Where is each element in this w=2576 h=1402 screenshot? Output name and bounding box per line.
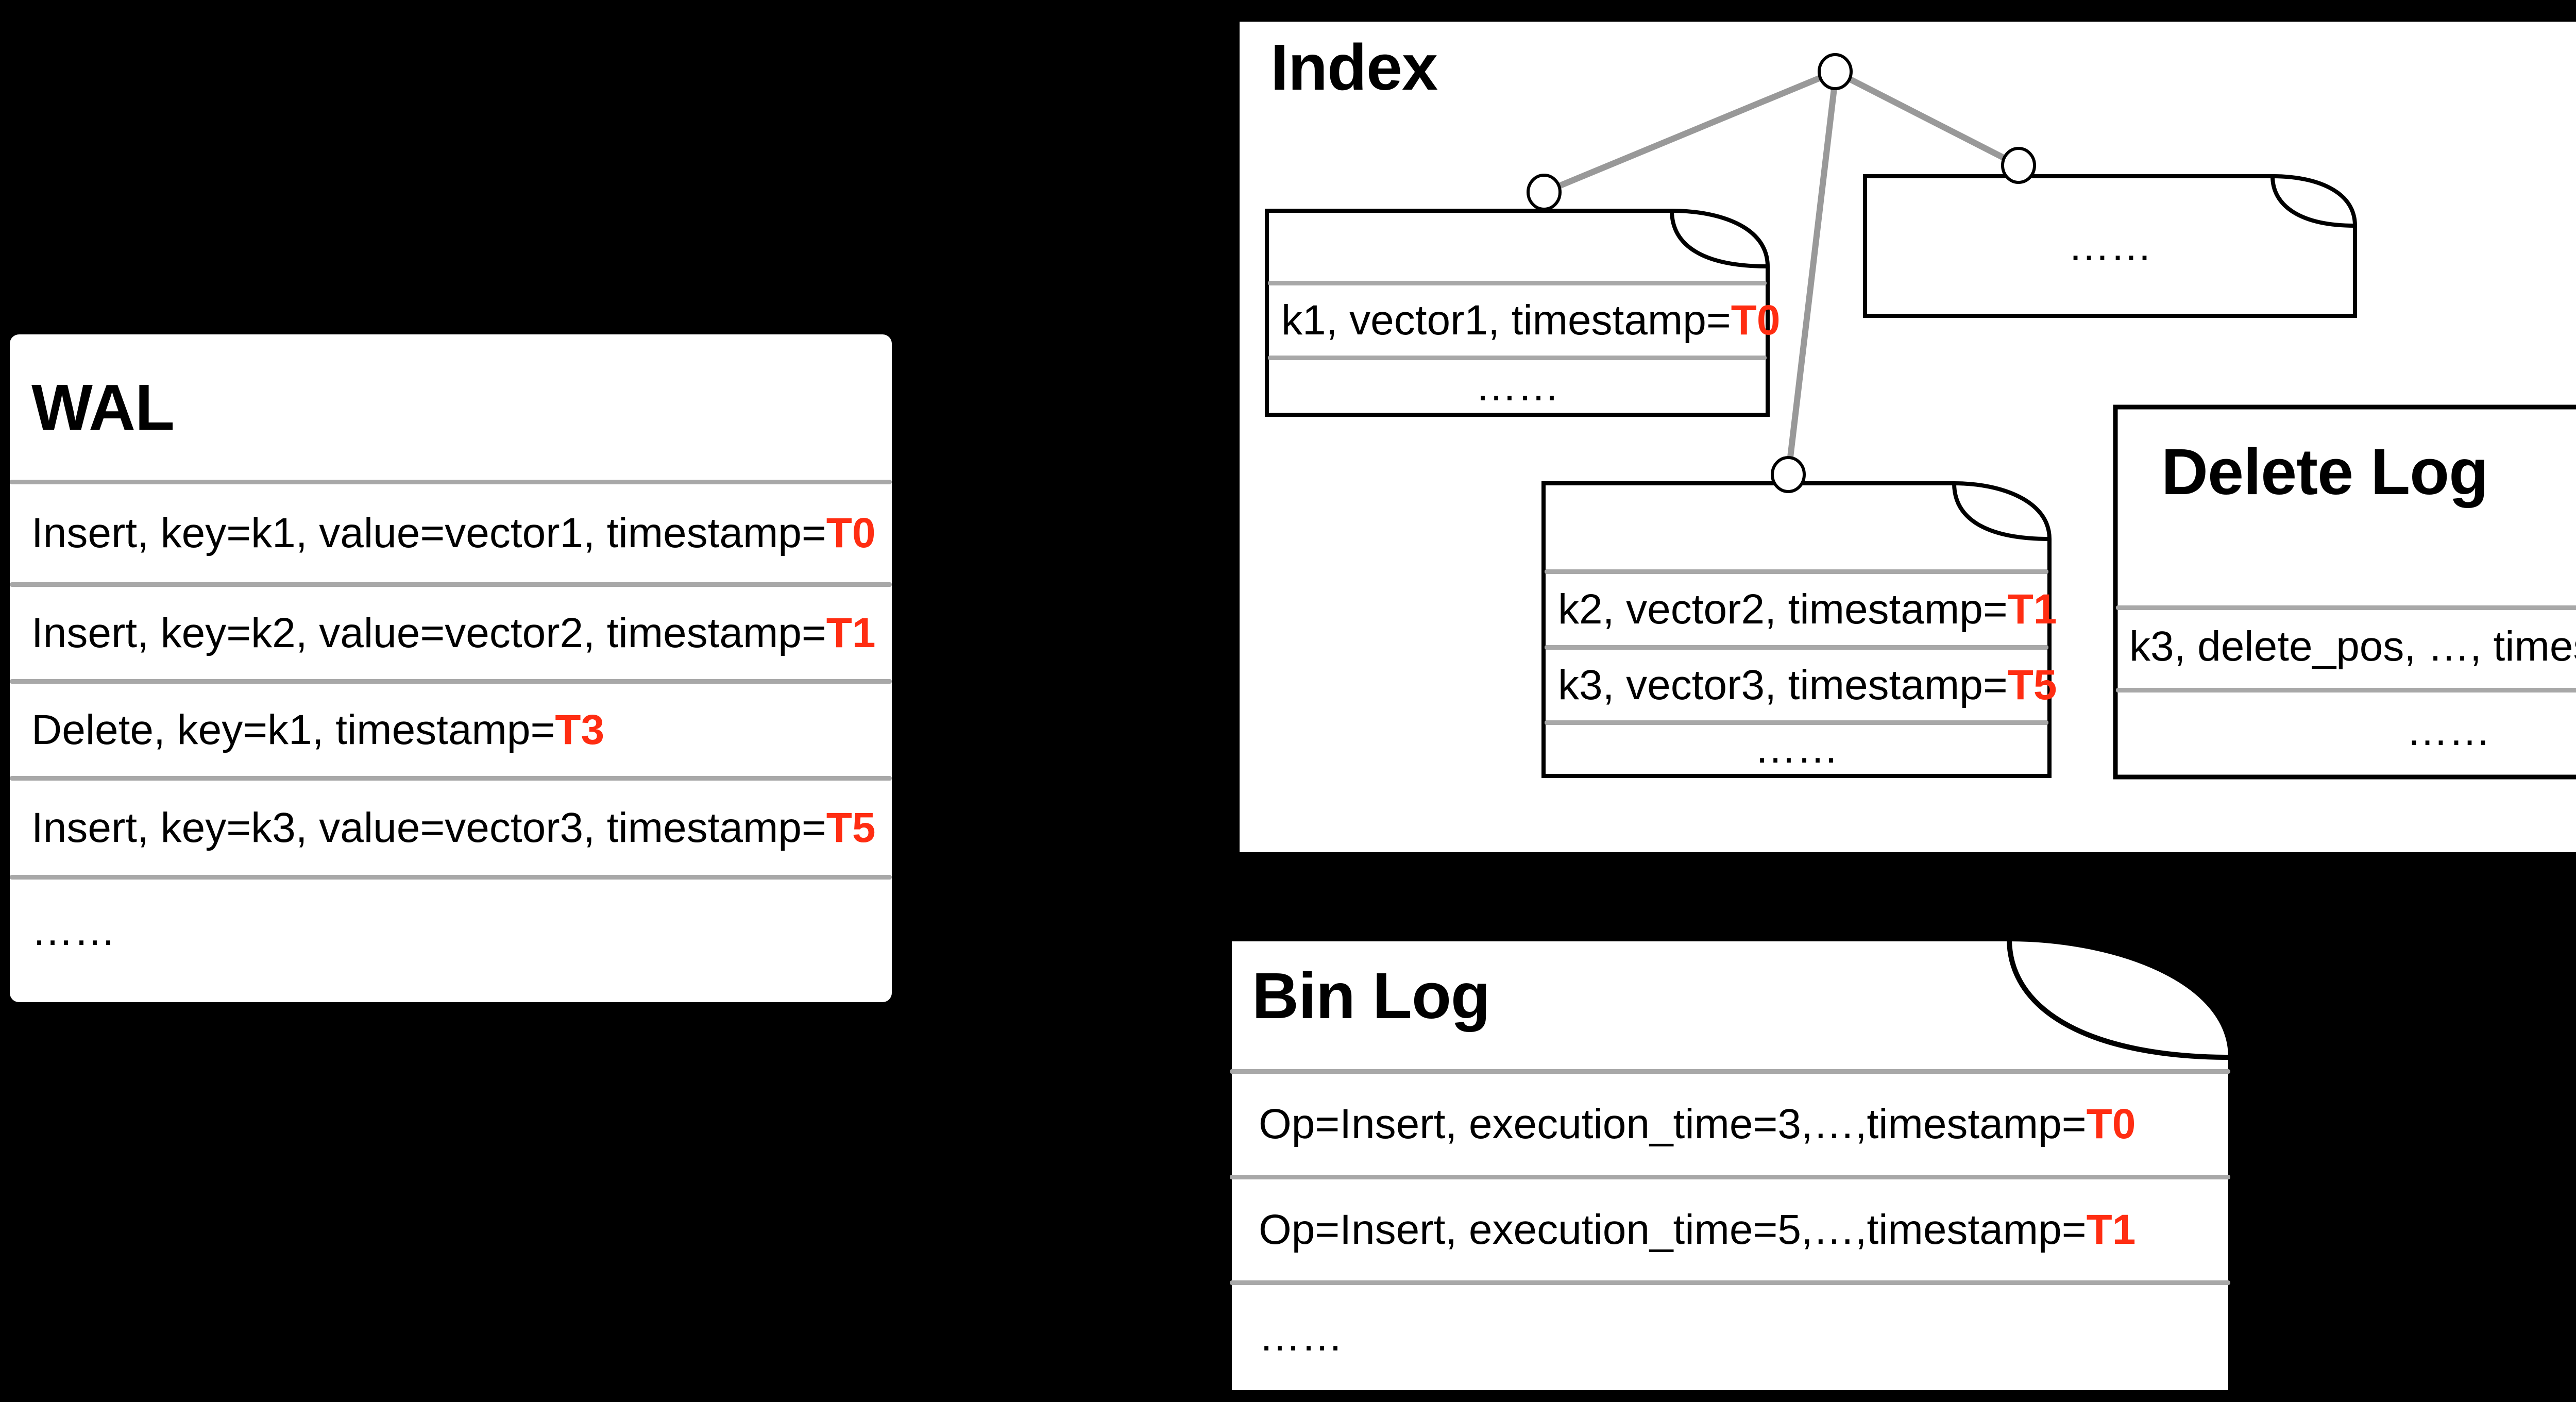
timestamp-t1: T1 <box>826 609 876 656</box>
tree-node-root-icon <box>1818 53 1853 90</box>
index-tree-edges <box>1543 69 2020 475</box>
bin-log-row-1: Op=Insert, execution_time=3,…,timestamp=… <box>1227 1074 2233 1175</box>
wal-separator <box>10 875 892 880</box>
ellipsis-text: …… <box>1259 1313 1343 1360</box>
wal-separator <box>10 582 892 587</box>
doc-row-k3: k3, vector3, timestamp=T5 <box>1541 650 2057 720</box>
doc-row-text: k3, delete_pos, …, timestamp= <box>2129 623 2576 670</box>
document-fold-icon <box>2007 938 2231 1060</box>
ellipsis-text: …… <box>2067 222 2153 269</box>
doc-separator <box>1545 569 2048 574</box>
delete-log-row-k3: k3, delete_pos, …, timestamp=T3 <box>2113 610 2576 683</box>
wal-row-ellipsis: …… <box>10 880 892 983</box>
delete-log-title-band: Delete Log <box>2161 433 2488 510</box>
document-fold-icon <box>2270 176 2355 228</box>
timestamp-t5: T5 <box>826 804 876 851</box>
wal-separator <box>10 679 892 684</box>
delete-log-doc: Delete Log k3, delete_pos, …, timestamp=… <box>2113 404 2576 780</box>
doc-row-ellipsis: …… <box>1265 360 1770 413</box>
doc-row-k2: k2, vector2, timestamp=T1 <box>1541 574 2057 645</box>
bin-log-row-2: Op=Insert, execution_time=5,…,timestamp=… <box>1227 1179 2233 1280</box>
tree-node-left-icon <box>1527 174 1562 211</box>
tree-node-middle-icon <box>1771 456 1806 493</box>
index-panel: Index k1, vector1, timestamp=T0 …… <box>1233 15 2576 858</box>
index-tree-nodes <box>1527 53 2036 493</box>
wal-row-text: Delete, key=k1, timestamp= <box>31 706 555 753</box>
doc-separator <box>1230 1280 2230 1285</box>
doc-row-ellipsis: …… <box>1541 725 2052 772</box>
doc-row-k1: k1, vector1, timestamp=T0 <box>1265 285 1780 356</box>
doc-row-text: Op=Insert, execution_time=3,…,timestamp= <box>1259 1101 2087 1147</box>
index-segment-doc-middle: k2, vector2, timestamp=T1 k3, vector3, t… <box>1541 481 2057 778</box>
ellipsis-text: …… <box>2406 707 2491 754</box>
document-shape <box>1863 174 2357 318</box>
doc-separator <box>1230 1175 2230 1179</box>
wal-title: WAL <box>31 370 175 444</box>
bin-log-doc: Bin Log Op=Insert, execution_time=3,…,ti… <box>1227 936 2233 1395</box>
doc-separator <box>2116 688 2576 692</box>
wal-row-delete-k1: Delete, key=k1, timestamp=T3 <box>10 684 892 776</box>
ellipsis-text: …… <box>1754 725 1839 772</box>
wal-box: WAL Insert, key=k1, value=vector1, times… <box>10 334 892 1002</box>
document-fold-icon <box>1670 210 1768 268</box>
doc-row-text: k1, vector1, timestamp= <box>1281 297 1731 344</box>
ellipsis-text: …… <box>31 907 116 954</box>
doc-separator <box>2116 605 2576 610</box>
doc-row-text: k3, vector3, timestamp= <box>1558 661 2008 708</box>
doc-row-text: Op=Insert, execution_time=5,…,timestamp= <box>1259 1206 2087 1253</box>
doc-row-ellipsis: …… <box>1863 174 2357 318</box>
wal-row-insert-k3: Insert, key=k3, value=vector3, timestamp… <box>10 781 892 875</box>
timestamp-t1: T1 <box>2007 586 2057 633</box>
document-shape <box>1227 936 2233 1395</box>
tree-edge-right <box>1834 69 2020 168</box>
index-title: Index <box>1270 31 1438 104</box>
doc-separator <box>1268 281 1767 285</box>
tree-edge-left <box>1543 69 1837 195</box>
wal-row-text: Insert, key=k2, value=vector2, timestamp… <box>31 609 826 656</box>
ellipsis-text: …… <box>1475 363 1560 410</box>
doc-separator <box>1545 645 2048 650</box>
document-shape <box>2113 404 2576 780</box>
tree-node-right-icon <box>2001 147 2036 184</box>
timestamp-t1: T1 <box>2086 1206 2136 1253</box>
doc-separator <box>1545 720 2048 725</box>
wal-separator <box>10 480 892 484</box>
wal-title-band: WAL <box>10 334 175 480</box>
document-shape <box>1541 481 2052 778</box>
delete-log-title: Delete Log <box>2161 435 2488 508</box>
index-segment-doc-right: …… <box>1863 174 2357 318</box>
wal-row-insert-k1: Insert, key=k1, value=vector1, timestamp… <box>10 484 892 582</box>
wal-row-text: Insert, key=k3, value=vector3, timestamp… <box>31 804 826 851</box>
index-segment-doc-left: k1, vector1, timestamp=T0 …… <box>1265 209 1780 417</box>
wal-separator <box>10 776 892 781</box>
timestamp-t0: T0 <box>2086 1101 2136 1147</box>
timestamp-t0: T0 <box>1731 297 1781 344</box>
document-shape <box>1265 209 1770 417</box>
doc-row-text: k2, vector2, timestamp= <box>1558 586 2008 633</box>
doc-row-ellipsis: …… <box>2113 692 2576 770</box>
doc-separator <box>1230 1069 2230 1074</box>
wal-row-insert-k2: Insert, key=k2, value=vector2, timestamp… <box>10 587 892 679</box>
document-outline <box>1227 936 2233 1395</box>
tree-edge-middle <box>1785 79 1838 475</box>
document-fold-icon <box>1952 483 2050 541</box>
bin-log-title: Bin Log <box>1252 959 1490 1032</box>
timestamp-t3: T3 <box>555 706 605 753</box>
timestamp-t5: T5 <box>2007 661 2057 708</box>
wal-row-text: Insert, key=k1, value=vector1, timestamp… <box>31 510 826 556</box>
timestamp-t0: T0 <box>826 510 876 556</box>
bin-log-row-ellipsis: …… <box>1227 1285 2233 1388</box>
bin-log-title-band: Bin Log <box>1252 957 1490 1034</box>
document-outline <box>2113 404 2576 780</box>
doc-separator <box>1268 356 1767 360</box>
